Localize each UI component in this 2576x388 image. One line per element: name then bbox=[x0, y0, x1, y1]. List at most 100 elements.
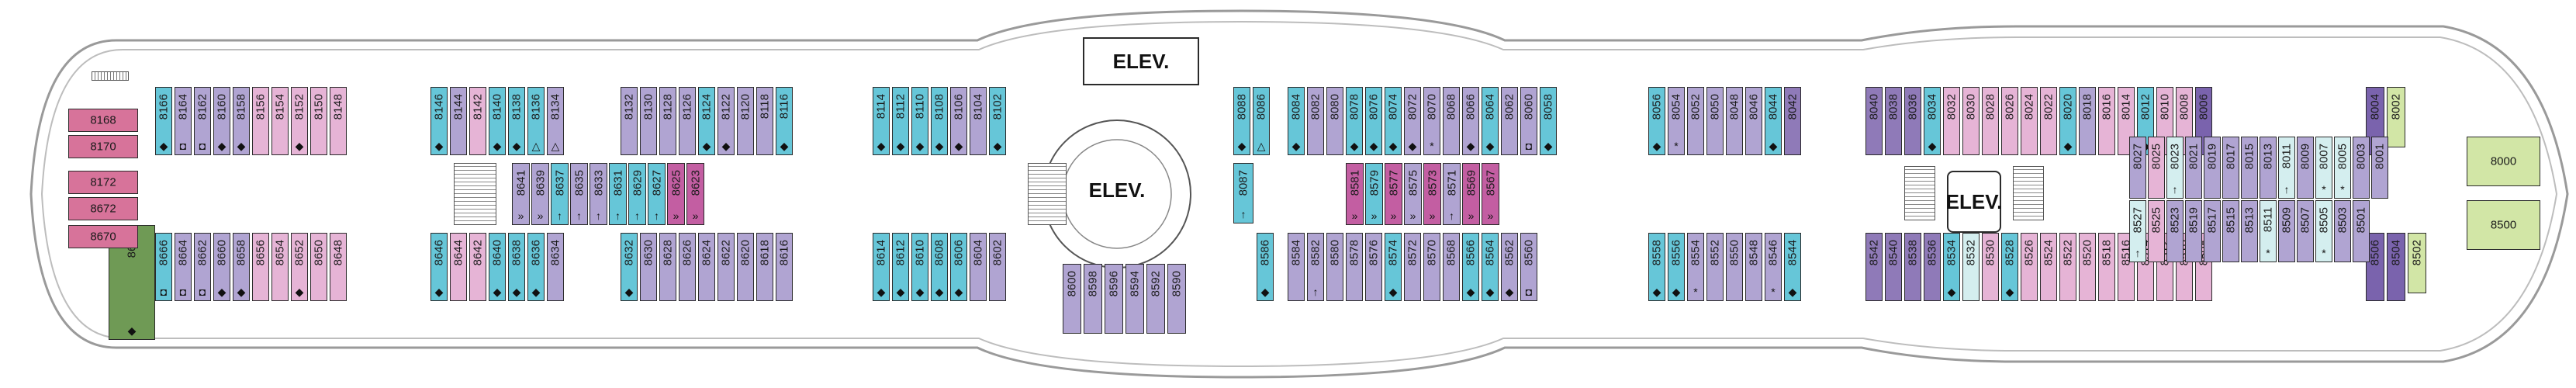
cabin-8576[interactable]: 8576 bbox=[1365, 233, 1382, 301]
cabin-8631[interactable]: 8631↑ bbox=[609, 163, 627, 225]
cabin-8022[interactable]: 8022 bbox=[2040, 87, 2057, 155]
cabin-8596[interactable]: 8596 bbox=[1105, 264, 1123, 334]
cabin-8170[interactable]: 8170 bbox=[68, 135, 138, 158]
cabin-8132[interactable]: 8132 bbox=[621, 87, 638, 155]
cabin-8144[interactable]: 8144 bbox=[450, 87, 467, 155]
cabin-8148[interactable]: 8148 bbox=[330, 87, 347, 155]
cabin-8011[interactable]: 8011↑ bbox=[2278, 137, 2295, 199]
cabin-8626[interactable]: 8626 bbox=[679, 233, 696, 301]
cabin-8642[interactable]: 8642 bbox=[469, 233, 486, 301]
cabin-8104[interactable]: 8104 bbox=[970, 87, 987, 155]
cabin-8138[interactable]: 8138◆ bbox=[508, 87, 525, 155]
cabin-8042[interactable]: 8042 bbox=[1784, 87, 1801, 155]
cabin-8122[interactable]: 8122◆ bbox=[717, 87, 735, 155]
cabin-8594[interactable]: 8594 bbox=[1125, 264, 1144, 334]
cabin-8164[interactable]: 8164◘ bbox=[175, 87, 192, 155]
cabin-8592[interactable]: 8592 bbox=[1146, 264, 1165, 334]
cabin-8504[interactable]: 8504 bbox=[2387, 233, 2405, 301]
cabin-8070[interactable]: 8070* bbox=[1423, 87, 1440, 155]
cabin-8130[interactable]: 8130 bbox=[640, 87, 657, 155]
cabin-8046[interactable]: 8046 bbox=[1745, 87, 1762, 155]
cabin-8003[interactable]: 8003 bbox=[2353, 137, 2370, 199]
cabin-8544[interactable]: 8544◆ bbox=[1784, 233, 1801, 301]
cabin-8670[interactable]: 8670 bbox=[68, 225, 138, 248]
cabin-8002[interactable]: 8002 bbox=[2387, 87, 2405, 147]
cabin-8635[interactable]: 8635↑ bbox=[570, 163, 588, 225]
cabin-8566[interactable]: 8566◆ bbox=[1462, 233, 1479, 301]
cabin-8572[interactable]: 8572 bbox=[1404, 233, 1421, 301]
cabin-8513[interactable]: 8513 bbox=[2241, 200, 2258, 262]
cabin-8633[interactable]: 8633↑ bbox=[590, 163, 607, 225]
cabin-8610[interactable]: 8610◆ bbox=[911, 233, 928, 301]
cabin-8160[interactable]: 8160◆ bbox=[213, 87, 230, 155]
cabin-8579[interactable]: 8579» bbox=[1365, 163, 1383, 225]
cabin-8624[interactable]: 8624 bbox=[698, 233, 715, 301]
cabin-8622[interactable]: 8622 bbox=[717, 233, 735, 301]
cabin-8150[interactable]: 8150 bbox=[310, 87, 327, 155]
cabin-8628[interactable]: 8628 bbox=[659, 233, 676, 301]
cabin-8528[interactable]: 8528◆ bbox=[2001, 233, 2018, 301]
cabin-8646[interactable]: 8646◆ bbox=[430, 233, 448, 301]
cabin-8574[interactable]: 8574◆ bbox=[1385, 233, 1402, 301]
cabin-8018[interactable]: 8018 bbox=[2079, 87, 2096, 155]
cabin-8062[interactable]: 8062 bbox=[1501, 87, 1518, 155]
cabin-8584[interactable]: 8584 bbox=[1288, 233, 1305, 301]
cabin-8156[interactable]: 8156 bbox=[252, 87, 269, 155]
cabin-8534[interactable]: 8534◆ bbox=[1943, 233, 1960, 301]
cabin-8068[interactable]: 8068 bbox=[1443, 87, 1460, 155]
cabin-8086[interactable]: 8086△ bbox=[1253, 87, 1270, 155]
cabin-8571[interactable]: 8571↑ bbox=[1443, 163, 1461, 225]
cabin-8146[interactable]: 8146◆ bbox=[430, 87, 448, 155]
cabin-8612[interactable]: 8612◆ bbox=[892, 233, 909, 301]
cabin-8142[interactable]: 8142 bbox=[469, 87, 486, 155]
cabin-8084[interactable]: 8084◆ bbox=[1288, 87, 1305, 155]
cabin-8140[interactable]: 8140◆ bbox=[489, 87, 506, 155]
cabin-8556[interactable]: 8556◆ bbox=[1668, 233, 1685, 301]
cabin-8044[interactable]: 8044◆ bbox=[1765, 87, 1782, 155]
cabin-8507[interactable]: 8507 bbox=[2297, 200, 2314, 262]
cabin-8080[interactable]: 8080 bbox=[1326, 87, 1343, 155]
cabin-8019[interactable]: 8019 bbox=[2204, 137, 2221, 199]
cabin-8636[interactable]: 8636◆ bbox=[527, 233, 545, 301]
cabin-8168[interactable]: 8168 bbox=[68, 109, 138, 132]
cabin-8634[interactable]: 8634 bbox=[547, 233, 564, 301]
cabin-8082[interactable]: 8082 bbox=[1307, 87, 1324, 155]
cabin-8554[interactable]: 8554* bbox=[1687, 233, 1704, 301]
cabin-8625[interactable]: 8625» bbox=[667, 163, 685, 225]
cabin-8550[interactable]: 8550 bbox=[1726, 233, 1743, 301]
cabin-8118[interactable]: 8118 bbox=[756, 87, 773, 155]
cabin-8666[interactable]: 8666◘ bbox=[155, 233, 172, 301]
cabin-8639[interactable]: 8639» bbox=[531, 163, 549, 225]
cabin-8638[interactable]: 8638◆ bbox=[508, 233, 525, 301]
cabin-8654[interactable]: 8654 bbox=[271, 233, 289, 301]
cabin-8548[interactable]: 8548 bbox=[1745, 233, 1762, 301]
cabin-8648[interactable]: 8648 bbox=[330, 233, 347, 301]
cabin-8524[interactable]: 8524 bbox=[2040, 233, 2057, 301]
cabin-8001[interactable]: 8001 bbox=[2371, 137, 2388, 199]
cabin-8056[interactable]: 8056◆ bbox=[1648, 87, 1665, 155]
cabin-8136[interactable]: 8136△ bbox=[527, 87, 545, 155]
cabin-8623[interactable]: 8623» bbox=[686, 163, 704, 225]
cabin-8162[interactable]: 8162◘ bbox=[194, 87, 211, 155]
cabin-8005[interactable]: 8005* bbox=[2334, 137, 2351, 199]
cabin-8009[interactable]: 8009 bbox=[2297, 137, 2314, 199]
cabin-8600[interactable]: 8600 bbox=[1063, 264, 1081, 334]
cabin-8546[interactable]: 8546* bbox=[1765, 233, 1782, 301]
cabin-8568[interactable]: 8568 bbox=[1443, 233, 1460, 301]
cabin-8569[interactable]: 8569» bbox=[1462, 163, 1480, 225]
cabin-8672[interactable]: 8672 bbox=[68, 197, 138, 220]
cabin-8152[interactable]: 8152◆ bbox=[291, 87, 308, 155]
cabin-8640[interactable]: 8640◆ bbox=[489, 233, 506, 301]
cabin-8564[interactable]: 8564◆ bbox=[1482, 233, 1499, 301]
cabin-8558[interactable]: 8558◆ bbox=[1648, 233, 1665, 301]
cabin-8060[interactable]: 8060◘ bbox=[1520, 87, 1537, 155]
cabin-8108[interactable]: 8108◆ bbox=[931, 87, 948, 155]
cabin-8036[interactable]: 8036 bbox=[1904, 87, 1921, 155]
cabin-8641[interactable]: 8641» bbox=[512, 163, 530, 225]
cabin-8128[interactable]: 8128 bbox=[659, 87, 676, 155]
cabin-8580[interactable]: 8580 bbox=[1326, 233, 1343, 301]
cabin-8172[interactable]: 8172 bbox=[68, 171, 138, 194]
cabin-8511[interactable]: 8511* bbox=[2260, 200, 2277, 262]
cabin-8606[interactable]: 8606◆ bbox=[950, 233, 967, 301]
cabin-8066[interactable]: 8066◆ bbox=[1462, 87, 1479, 155]
